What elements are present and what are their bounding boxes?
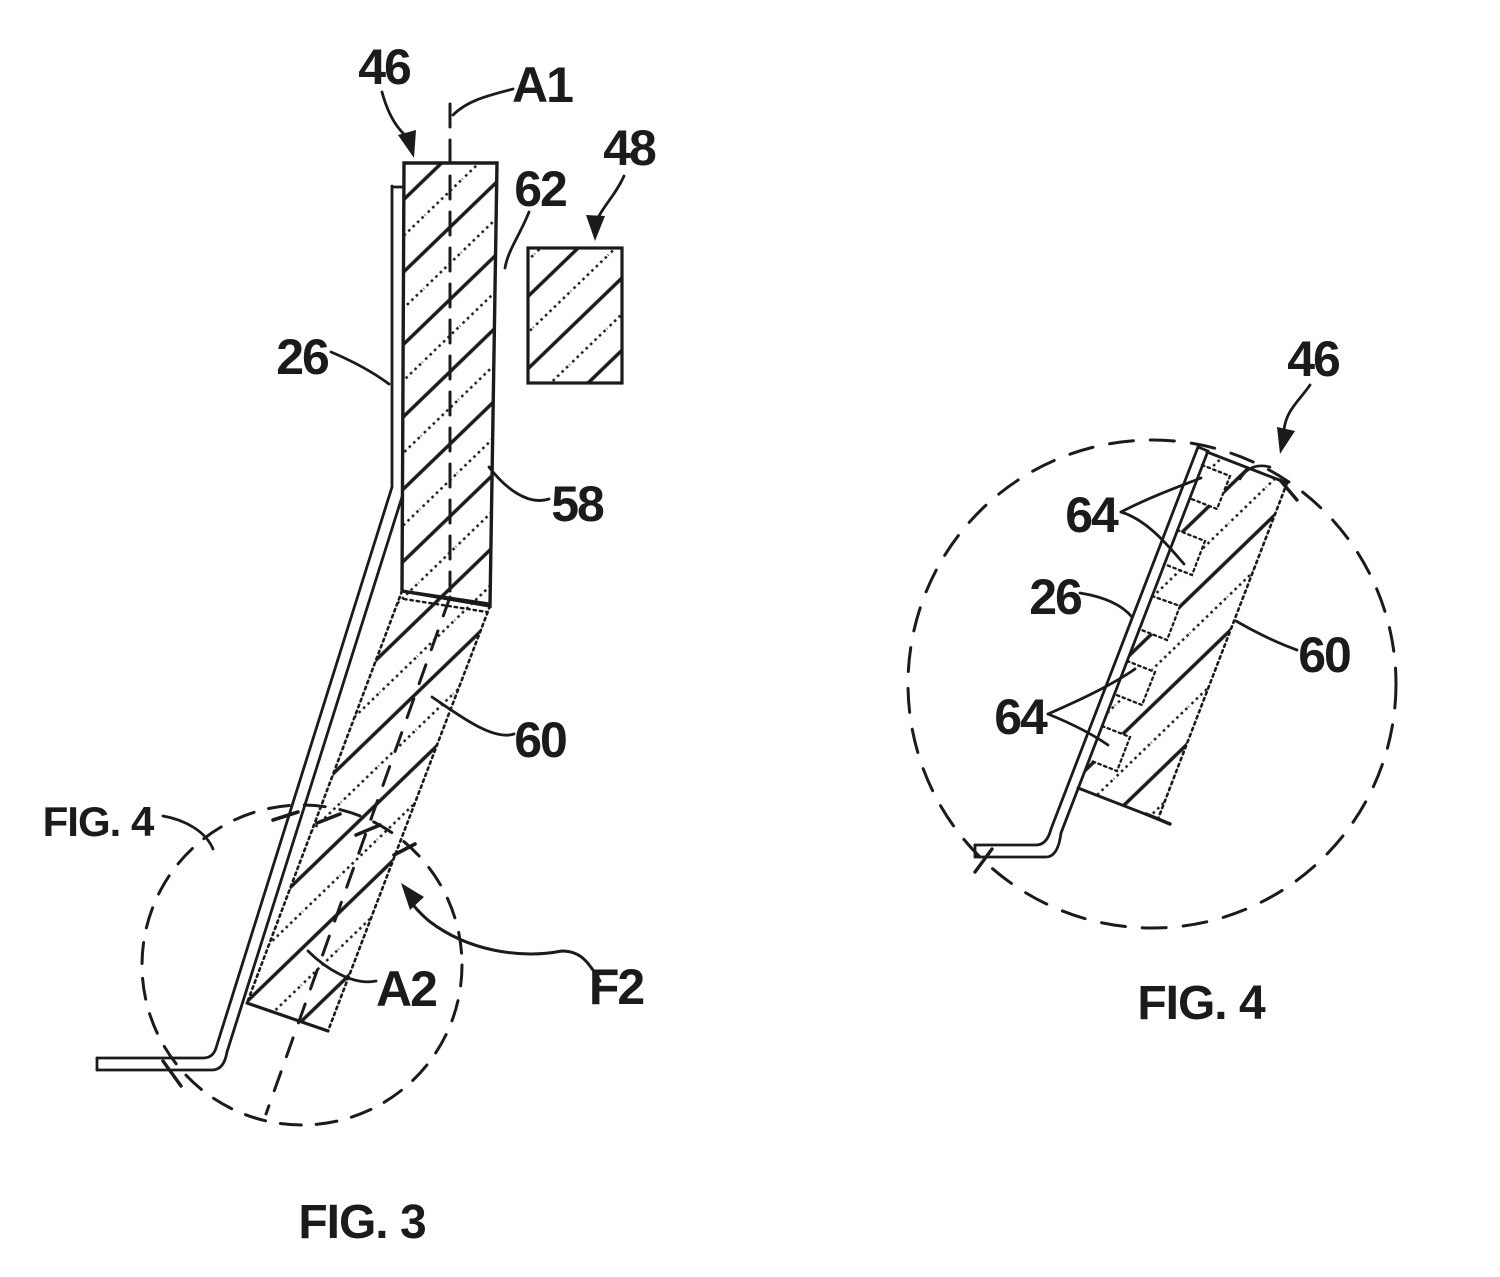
foot-break-tick bbox=[161, 1059, 183, 1088]
leader-26 bbox=[329, 350, 391, 386]
leader-62 bbox=[503, 210, 531, 270]
lower-blade-bottom-edge bbox=[245, 1001, 330, 1033]
ref-60-label: 60 bbox=[514, 712, 566, 768]
detail-leader-60 bbox=[1234, 619, 1299, 652]
ref-46-label: 46 bbox=[358, 39, 410, 95]
bottom-corner-tick bbox=[1144, 812, 1172, 826]
detail-arrowhead-46 bbox=[1277, 427, 1295, 454]
detail-leader-46 bbox=[1282, 383, 1312, 432]
upper-blade-section-58 bbox=[400, 161, 499, 609]
leader-64-lower-branch2 bbox=[1046, 712, 1110, 747]
detail-ref-26-label: 26 bbox=[1029, 569, 1081, 625]
detail-blade-60 bbox=[1078, 452, 1287, 819]
ref-48-label: 48 bbox=[603, 120, 656, 176]
backing-strip-26-inner-line bbox=[95, 495, 404, 1072]
detail-blade-right-edge bbox=[1156, 481, 1289, 821]
fig4-reference-label: FIG. 4 bbox=[43, 798, 155, 845]
ref-26-label: 26 bbox=[276, 329, 328, 385]
detail-foot-break-tick bbox=[973, 847, 994, 874]
top-break-curve bbox=[1238, 464, 1272, 481]
fig3-drawing: 46 A1 48 62 26 58 60 FIG. 4 A2 F2 FIG. 3 bbox=[43, 39, 658, 1249]
circle-cross-tick-2 bbox=[315, 812, 342, 825]
ref-62-label: 62 bbox=[514, 161, 566, 217]
lower-blade-section-60 bbox=[247, 591, 490, 1031]
detail-ref-64-lower-label: 64 bbox=[994, 689, 1048, 745]
arrowhead-f2 bbox=[401, 883, 424, 910]
hinge-line-solid bbox=[400, 589, 492, 606]
circle-cross-tick-3 bbox=[354, 823, 382, 837]
detail-blade-top-edge bbox=[1205, 450, 1289, 485]
block-48 bbox=[526, 246, 624, 385]
top-corner-tick bbox=[1278, 478, 1299, 502]
leader-a1 bbox=[451, 87, 515, 117]
ref-58-label: 58 bbox=[551, 476, 604, 532]
leader-64-lower-branch1 bbox=[1046, 667, 1137, 716]
lower-blade-right-edge bbox=[326, 604, 492, 1033]
lower-blade-left-edge bbox=[245, 589, 404, 1005]
detail-ref-46-label: 46 bbox=[1287, 331, 1339, 387]
detail-leader-26 bbox=[1078, 591, 1134, 619]
circle-cross-tick-1 bbox=[271, 810, 300, 822]
leader-a2 bbox=[306, 949, 378, 984]
circle-cross-tick-4 bbox=[392, 842, 417, 857]
force-arrow-f2-arc bbox=[406, 896, 602, 983]
fig4-caption: FIG. 4 bbox=[1137, 977, 1266, 1030]
arrowhead-46 bbox=[398, 130, 416, 158]
leader-58 bbox=[487, 465, 551, 502]
detail-strip-26-inner-line bbox=[973, 449, 1210, 859]
leader-64-upper-branch2 bbox=[1119, 510, 1186, 566]
detail-ref-60-label: 60 bbox=[1298, 627, 1350, 683]
detail-strip-26-outer-line bbox=[973, 445, 1200, 847]
leader-46 bbox=[380, 90, 408, 138]
leader-60 bbox=[430, 695, 516, 737]
arrowhead-48 bbox=[586, 215, 605, 241]
force-f2-label: F2 bbox=[589, 959, 644, 1015]
backing-strip-26-outer-line bbox=[95, 184, 394, 1060]
detail-circle-fig4 bbox=[140, 803, 464, 1127]
leader-48 bbox=[595, 174, 626, 222]
fig3-caption: FIG. 3 bbox=[298, 1196, 425, 1249]
leader-64-upper-branch1 bbox=[1119, 476, 1203, 514]
detail-ref-64-upper-label: 64 bbox=[1065, 487, 1119, 543]
axis-a2-label: A2 bbox=[376, 961, 436, 1017]
leader-fig4-ref bbox=[161, 814, 215, 851]
detail-circle bbox=[906, 438, 1398, 930]
axis-a1-label: A1 bbox=[512, 57, 573, 113]
detail-strip-top-cap bbox=[1196, 445, 1210, 453]
fig4-drawing: 46 64 26 60 64 FIG. 4 bbox=[906, 331, 1398, 1030]
